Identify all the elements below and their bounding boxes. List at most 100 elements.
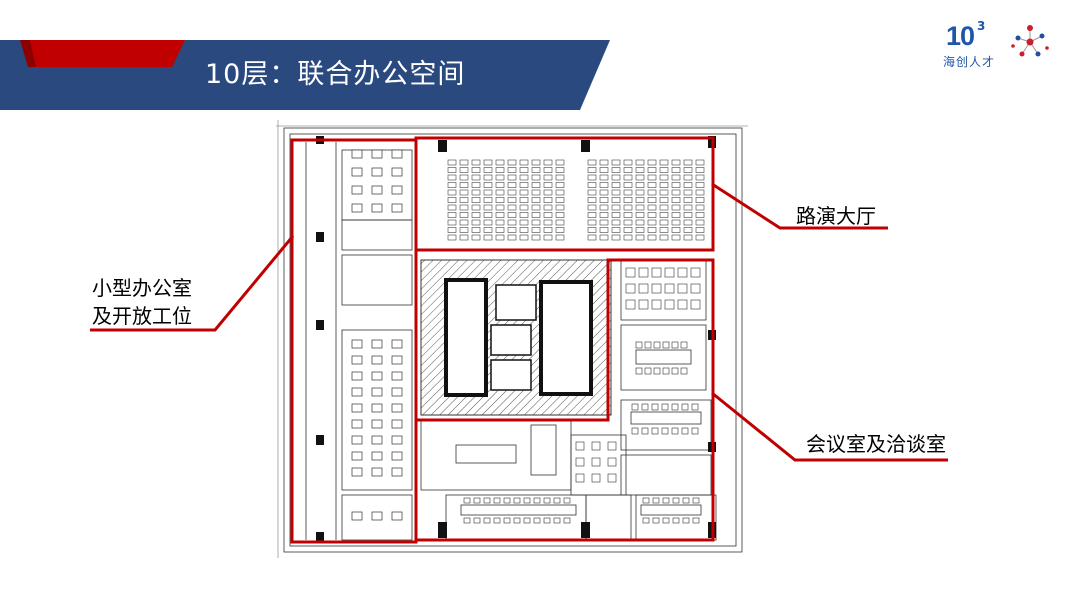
desk-chair [391, 167, 403, 177]
hall-seat [543, 174, 553, 181]
desk-chair [371, 387, 383, 397]
meeting-chair [671, 341, 679, 349]
network-dots-icon [1011, 25, 1049, 57]
desk-chair [391, 203, 403, 213]
meeting-chair [653, 341, 661, 349]
desk-chair [391, 403, 403, 413]
hall-seat [447, 167, 457, 173]
hall-seat [683, 197, 693, 203]
hall-seat [587, 227, 597, 233]
meeting-chair [631, 427, 639, 435]
desk-chair [371, 435, 383, 445]
hall-seat [635, 197, 645, 203]
hall-seat [623, 167, 633, 173]
hall-seat [507, 219, 517, 226]
hall-seat [683, 159, 693, 166]
desk-chair [371, 511, 383, 521]
desk-chair [351, 355, 363, 365]
callout-office-line-2: 及开放工位 [92, 304, 192, 328]
hall-seat [671, 227, 681, 233]
hall-seat [531, 204, 541, 211]
desk-chair [351, 339, 363, 349]
hall-seat [683, 167, 693, 173]
hall-seat [519, 234, 529, 241]
hall-seat [671, 234, 681, 241]
hall-seat [495, 212, 505, 218]
hall-seat [623, 174, 633, 181]
hall-seat [671, 189, 681, 196]
hall-seat [471, 234, 481, 241]
meeting-chair [625, 299, 636, 310]
hall-seat [531, 212, 541, 218]
hall-seat [623, 234, 633, 241]
hall-seat [459, 174, 469, 181]
desk-chair [371, 149, 383, 159]
hall-seat [695, 212, 705, 218]
hall-seat [659, 212, 669, 218]
meeting-chair [664, 299, 675, 310]
hall-seat [635, 167, 645, 173]
meeting-chair [662, 341, 670, 349]
hall-seat [671, 212, 681, 218]
meeting-chair [591, 441, 601, 451]
hall-seat [599, 189, 609, 196]
hall-seat [483, 159, 493, 166]
hall-seat [555, 219, 565, 226]
meeting-chair [625, 283, 636, 294]
hall-seat [555, 159, 565, 166]
meeting-chair [575, 473, 585, 483]
meeting-chair [691, 403, 699, 411]
hall-seat [543, 189, 553, 196]
hall-seat [519, 189, 529, 196]
hall-seat [495, 197, 505, 203]
hall-seat [587, 204, 597, 211]
hall-seat [507, 197, 517, 203]
meeting-chair [644, 341, 652, 349]
hall-seat [531, 197, 541, 203]
hall-seat [647, 159, 657, 166]
meeting-chair [662, 517, 670, 524]
hall-seat [555, 212, 565, 218]
hall-seat [471, 167, 481, 173]
desk-chair [391, 149, 403, 159]
hall-seat [519, 204, 529, 211]
meeting-chair [651, 403, 659, 411]
desk-chair [371, 355, 383, 365]
meeting-chair [553, 497, 561, 504]
hall-seat [459, 167, 469, 173]
hall-seat [507, 182, 517, 188]
meeting-chair [644, 367, 652, 375]
meeting-chair [638, 267, 649, 278]
hall-seat [671, 174, 681, 181]
meeting-chair [641, 403, 649, 411]
hall-seat [587, 189, 597, 196]
meeting-chair [543, 517, 551, 524]
meeting-chair [473, 497, 481, 504]
hall-seat [647, 197, 657, 203]
hall-seat [599, 167, 609, 173]
meeting-chair [483, 497, 491, 504]
meeting-chair [651, 299, 662, 310]
hall-seat [555, 189, 565, 196]
hall-seat [599, 219, 609, 226]
hall-seat [447, 219, 457, 226]
meeting-chair [503, 517, 511, 524]
meeting-chair [642, 517, 650, 524]
hall-seat [495, 174, 505, 181]
desk-chair [391, 419, 403, 429]
meeting-chair [635, 367, 643, 375]
hall-seat [695, 234, 705, 241]
hall-seat [459, 159, 469, 166]
hall-seat [447, 174, 457, 181]
hall-seat [635, 234, 645, 241]
meeting-chair [553, 517, 561, 524]
hall-seat [531, 159, 541, 166]
hall-seat [647, 174, 657, 181]
desk-chair [351, 203, 363, 213]
meeting-chair [635, 341, 643, 349]
hall-seat [543, 204, 553, 211]
meeting-chair [503, 497, 511, 504]
brand-logo-name: 海创人才 [943, 55, 996, 69]
hall-seat [531, 219, 541, 226]
hall-seat [599, 174, 609, 181]
